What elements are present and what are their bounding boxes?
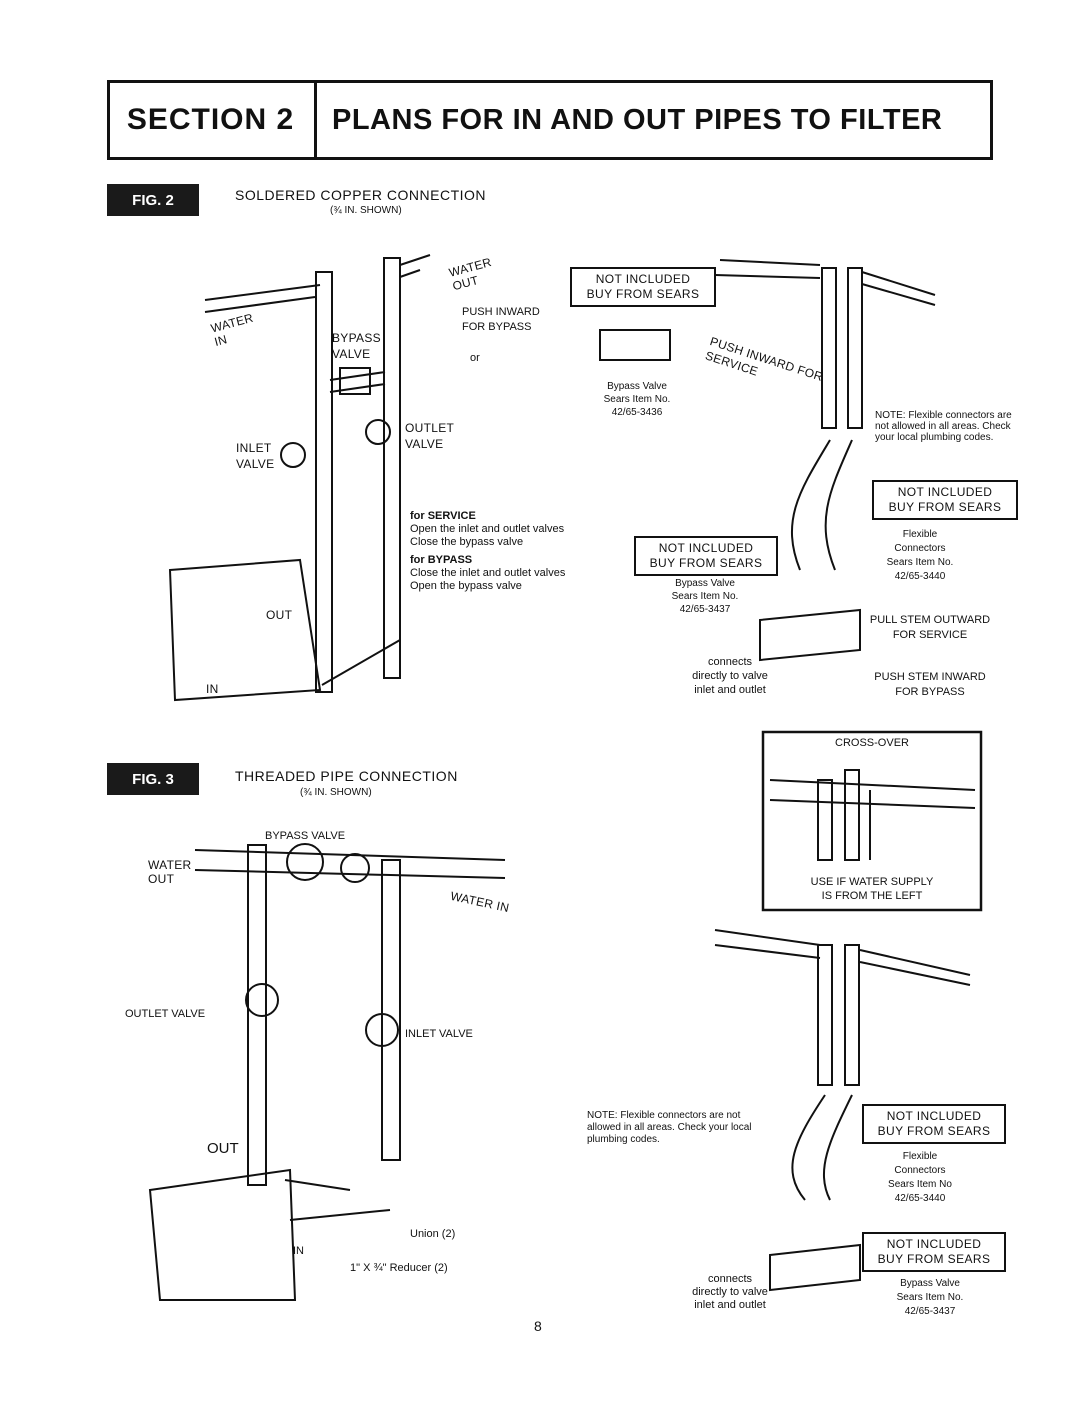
- inlet-outlet-text: inlet and outlet: [694, 1299, 766, 1311]
- crossover-caption: USE IF WATER SUPPLY IS FROM THE LEFT: [763, 875, 981, 903]
- push-stem-text: PUSH STEM INWARD: [874, 671, 986, 683]
- service-instructions: for SERVICE Open the inlet and outlet va…: [410, 510, 620, 593]
- fig3-note: NOTE: Flexible connectors are not allowe…: [587, 1110, 752, 1145]
- crossover-title: CROSS-OVER: [835, 737, 909, 749]
- fig3-connects-note: connects directly to valve inlet and out…: [675, 1273, 785, 1312]
- fig3-water-out: WATER OUT: [148, 858, 192, 886]
- fig3-not-included-box-2: NOT INCLUDED BUY FROM SEARS: [862, 1232, 1006, 1272]
- bypass-item-3436: Bypass Valve Sears Item No. 42/65-3436: [592, 380, 682, 419]
- bypass-line-1: Close the inlet and outlet valves: [410, 567, 566, 579]
- buy-from-sears-text: BUY FROM SEARS: [888, 500, 1002, 514]
- sears-item-label: Sears Item No.: [886, 557, 954, 568]
- for-bypass-text: FOR BYPASS: [895, 686, 965, 698]
- sears-item-label: Sears Item No.: [896, 1292, 964, 1303]
- not-included-text: NOT INCLUDED: [886, 1109, 982, 1123]
- for-service-text: FOR SERVICE: [892, 629, 968, 641]
- not-included-box-2: NOT INCLUDED BUY FROM SEARS: [634, 536, 778, 576]
- item-number: 42/65-3440: [894, 1193, 946, 1204]
- fig2-badge: FIG. 2: [107, 184, 199, 216]
- not-included-text: NOT INCLUDED: [886, 1237, 982, 1251]
- sears-item-label: Sears Item No.: [603, 394, 671, 405]
- inlet-outlet-text: inlet and outlet: [694, 684, 766, 696]
- not-included-text: NOT INCLUDED: [595, 272, 691, 286]
- fig3-bypass-item: Bypass Valve Sears Item No. 42/65-3437: [880, 1277, 980, 1319]
- push-stem-note: PUSH STEM INWARD FOR BYPASS: [850, 670, 1010, 700]
- fig3-bypass-valve: BYPASS VALVE: [265, 830, 346, 842]
- pull-stem-note: PULL STEM OUTWARD FOR SERVICE: [850, 613, 1010, 643]
- fig2-title: SOLDERED COPPER CONNECTION: [235, 187, 487, 203]
- connects-note: connects directly to valve inlet and out…: [675, 655, 785, 697]
- pull-stem-text: PULL STEM OUTWARD: [869, 614, 991, 626]
- fig2-outlet-valve: OUTLET VALVE: [405, 421, 454, 451]
- fig2-in-label: IN: [206, 682, 219, 696]
- bypass-title: for BYPASS: [410, 554, 473, 566]
- section-title: PLANS FOR IN AND OUT PIPES TO FILTER: [332, 103, 943, 136]
- bypass-item-label: Bypass Valve: [900, 1278, 960, 1289]
- fig3-badge: FIG. 3: [107, 763, 199, 795]
- fig2-note: NOTE: Flexible connectors are not allowe…: [875, 410, 1012, 443]
- page-number: 8: [534, 1318, 543, 1334]
- flexible-text: Flexible: [902, 529, 938, 540]
- fig3-out-label: OUT: [207, 1140, 239, 1157]
- buy-from-sears-text: BUY FROM SEARS: [649, 556, 763, 570]
- bypass-item-3437: Bypass Valve Sears Item No. 42/65-3437: [660, 577, 750, 616]
- connects-text: connects: [707, 1273, 753, 1285]
- push-inward-bypass: PUSH INWARD FOR BYPASS: [462, 306, 540, 333]
- buy-from-sears-text: BUY FROM SEARS: [877, 1252, 991, 1266]
- directly-text: directly to valve: [692, 1286, 768, 1298]
- fig3-not-included-box-1: NOT INCLUDED BUY FROM SEARS: [862, 1104, 1006, 1144]
- section-number: SECTION 2: [107, 80, 317, 160]
- buy-from-sears-text: BUY FROM SEARS: [877, 1124, 991, 1138]
- bypass-item-label: Bypass Valve: [607, 381, 667, 392]
- not-included-text: NOT INCLUDED: [658, 541, 754, 555]
- fig2-inlet-valve: INLET VALVE: [236, 441, 275, 471]
- item-number: 42/65-3437: [904, 1306, 956, 1317]
- not-included-box-3: NOT INCLUDED BUY FROM SEARS: [872, 480, 1018, 520]
- fig2-out-label: OUT: [266, 608, 293, 622]
- fig3-subtitle: (¾ IN. SHOWN): [300, 787, 372, 798]
- flexible-connectors-3440: Flexible Connectors Sears Item No. 42/65…: [870, 528, 970, 584]
- flexible-text: Flexible: [902, 1151, 938, 1162]
- item-number: 42/65-3436: [611, 407, 663, 418]
- connects-text: connects: [707, 656, 753, 668]
- not-included-text: NOT INCLUDED: [897, 485, 993, 499]
- fig3-title: THREADED PIPE CONNECTION: [235, 768, 458, 784]
- fig3-in-label: IN: [293, 1245, 304, 1257]
- bypass-item-label: Bypass Valve: [675, 578, 735, 589]
- item-number: 42/65-3440: [894, 571, 946, 582]
- crossover-caption-1: USE IF WATER SUPPLY: [810, 876, 934, 888]
- bypass-line-2: Open the bypass valve: [410, 580, 522, 592]
- not-included-box-1: NOT INCLUDED BUY FROM SEARS: [570, 267, 716, 307]
- service-line-1: Open the inlet and outlet valves: [410, 523, 565, 535]
- section-header-frame: [107, 80, 993, 160]
- buy-from-sears-text: BUY FROM SEARS: [586, 287, 700, 301]
- fig3-flexible-connectors: Flexible Connectors Sears Item No 42/65-…: [870, 1150, 970, 1206]
- crossover-caption-2: IS FROM THE LEFT: [821, 890, 923, 902]
- item-number: 42/65-3437: [679, 604, 731, 615]
- service-line-2: Close the bypass valve: [410, 536, 524, 548]
- fig3-inlet-valve: INLET VALVE: [405, 1028, 473, 1040]
- sears-item-label: Sears Item No: [888, 1179, 952, 1190]
- sears-item-label: Sears Item No.: [671, 591, 739, 602]
- or-label: or: [470, 352, 480, 364]
- fig2-bypass-valve: BYPASS VALVE: [332, 331, 381, 361]
- directly-text: directly to valve: [692, 670, 768, 682]
- fig2-subtitle: (¾ IN. SHOWN): [330, 205, 402, 216]
- fig3-outlet-valve: OUTLET VALVE: [125, 1008, 206, 1020]
- reducer-label: 1" X ¾" Reducer (2): [350, 1262, 448, 1274]
- service-title: for SERVICE: [410, 510, 476, 522]
- connectors-text: Connectors: [894, 543, 946, 554]
- union-label: Union (2): [410, 1228, 456, 1240]
- connectors-text: Connectors: [894, 1165, 946, 1176]
